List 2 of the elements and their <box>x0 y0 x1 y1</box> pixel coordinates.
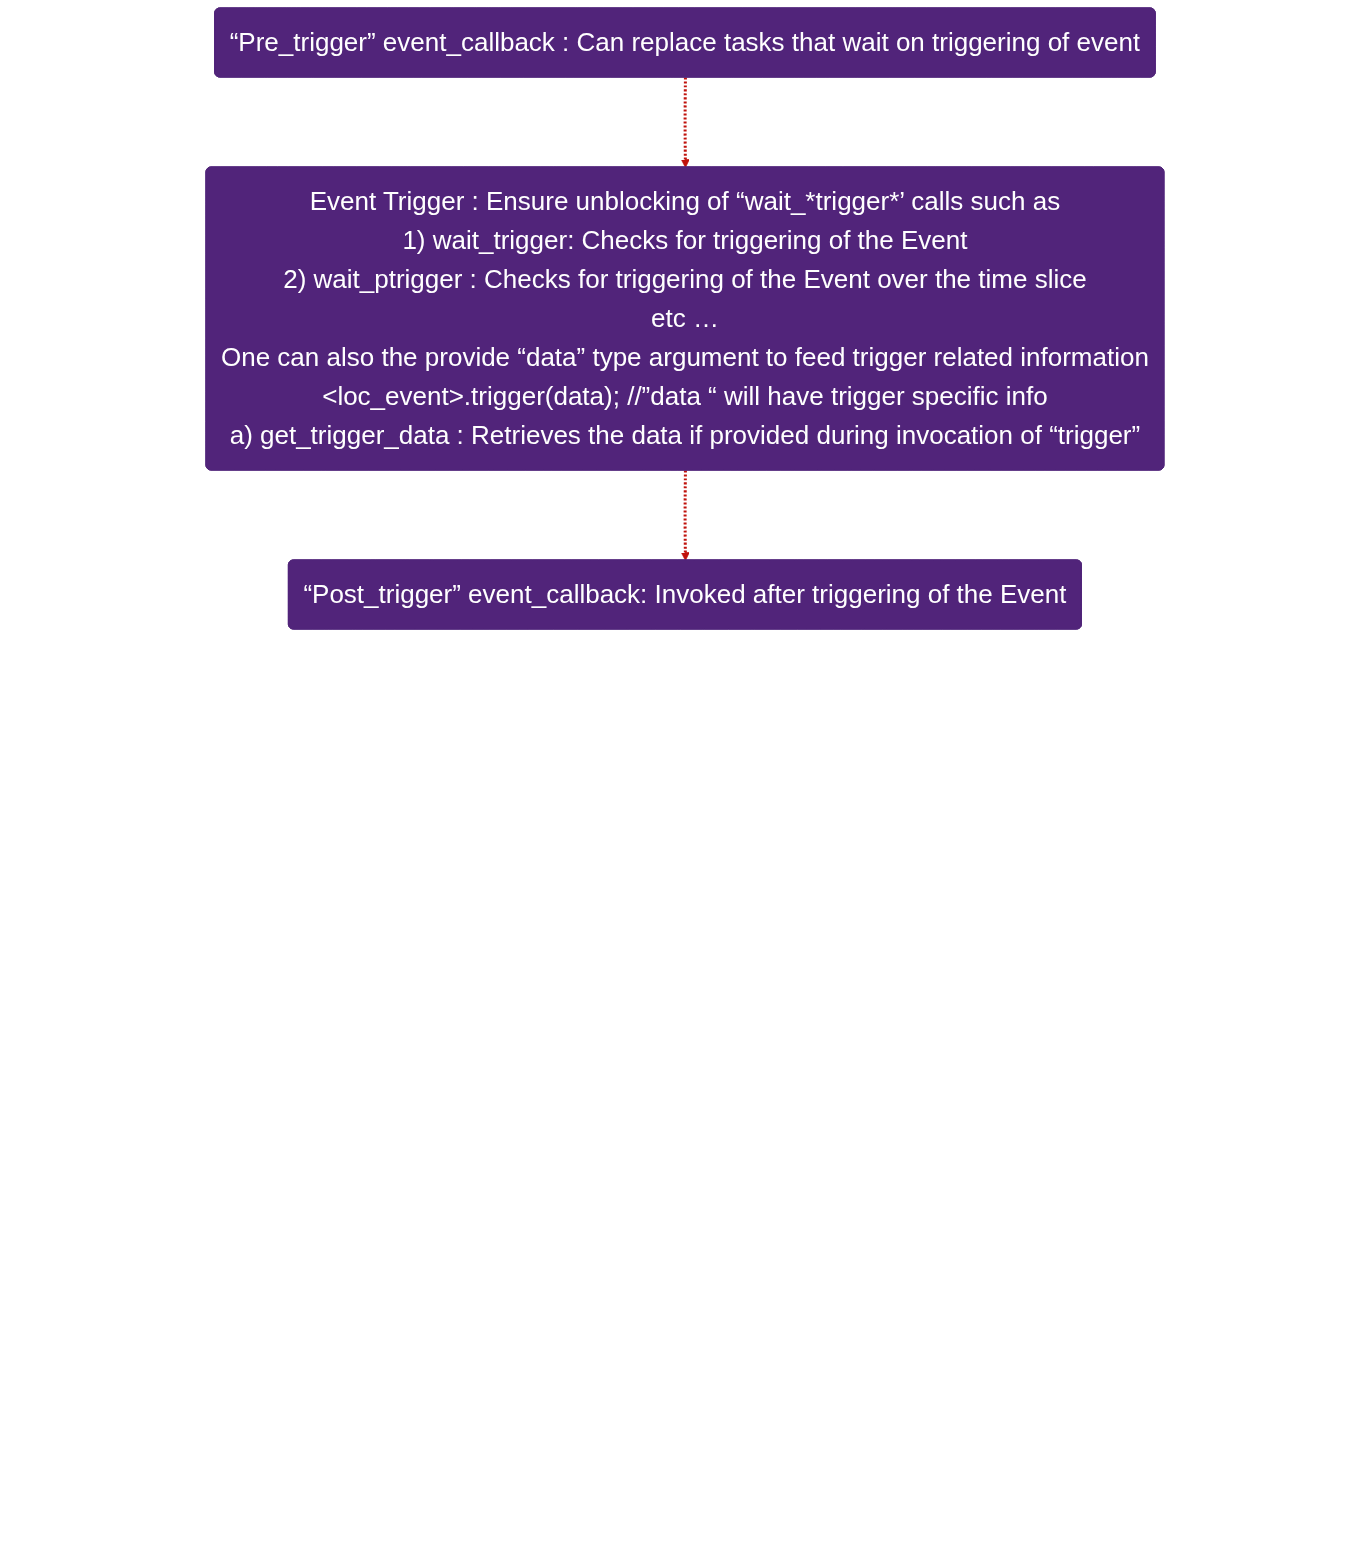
arrow <box>680 470 690 561</box>
arrow <box>680 77 690 168</box>
